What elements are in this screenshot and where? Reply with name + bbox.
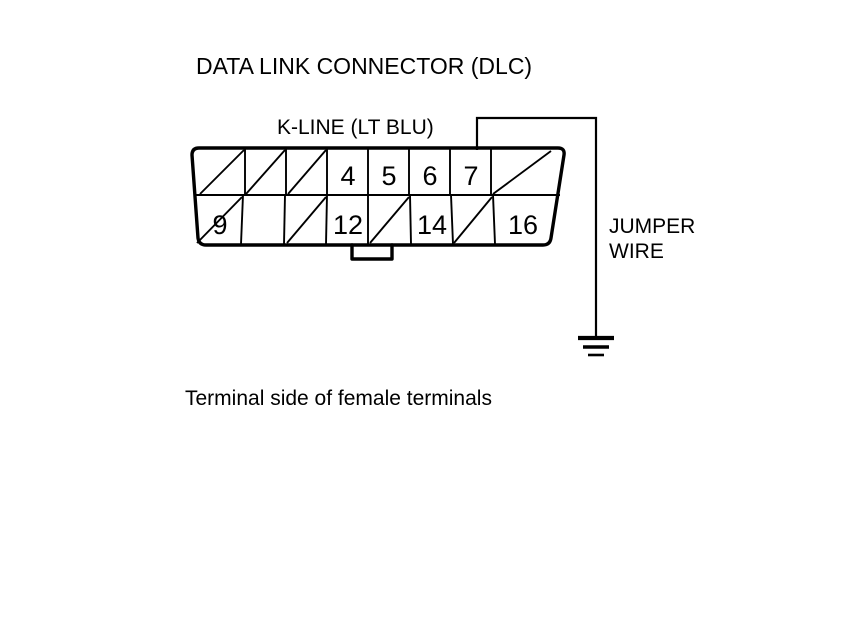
figure-caption: Terminal side of female terminals	[185, 387, 492, 410]
unused-pin-slashes	[196, 149, 552, 244]
cell-divider	[450, 194, 454, 245]
cell-divider	[409, 194, 412, 245]
connector-bottom-tab	[350, 243, 394, 261]
pin-label-9: 9	[212, 210, 227, 240]
connector-housing	[190, 146, 566, 247]
pin-grid	[196, 149, 560, 245]
pin-label-12: 12	[333, 210, 363, 240]
slash-pin-15	[453, 196, 493, 244]
cell-divider	[325, 194, 328, 245]
cell-divider	[492, 194, 496, 245]
page-title: DATA LINK CONNECTOR (DLC)	[196, 53, 532, 79]
pin-label-7: 7	[463, 161, 478, 191]
cell-divider	[240, 194, 244, 245]
pin-label-6: 6	[422, 161, 437, 191]
jumper-wire-label-line2: WIRE	[609, 240, 664, 263]
pin-label-16: 16	[508, 210, 538, 240]
pin-labels-bottom: 9 12 14 16	[212, 210, 538, 240]
pin-label-4: 4	[340, 161, 355, 191]
slash-pin-8	[492, 150, 552, 195]
pin-labels-top: 4 5 6 7	[340, 161, 478, 191]
pin-label-14: 14	[417, 210, 447, 240]
ground-symbol	[578, 335, 614, 357]
k-line-label: K-LINE (LT BLU)	[277, 116, 434, 139]
pin-label-5: 5	[381, 161, 396, 191]
slash-pin-10	[196, 196, 243, 244]
slash-pin-1	[199, 149, 245, 195]
jumper-wire-label-line1: JUMPER	[609, 215, 695, 238]
slash-pin-3	[287, 149, 327, 195]
slash-pin-13	[369, 196, 410, 244]
slash-pin-2	[245, 149, 286, 195]
cell-divider	[283, 194, 286, 245]
jumper-wire	[475, 116, 598, 337]
slash-pin-11	[286, 196, 327, 244]
